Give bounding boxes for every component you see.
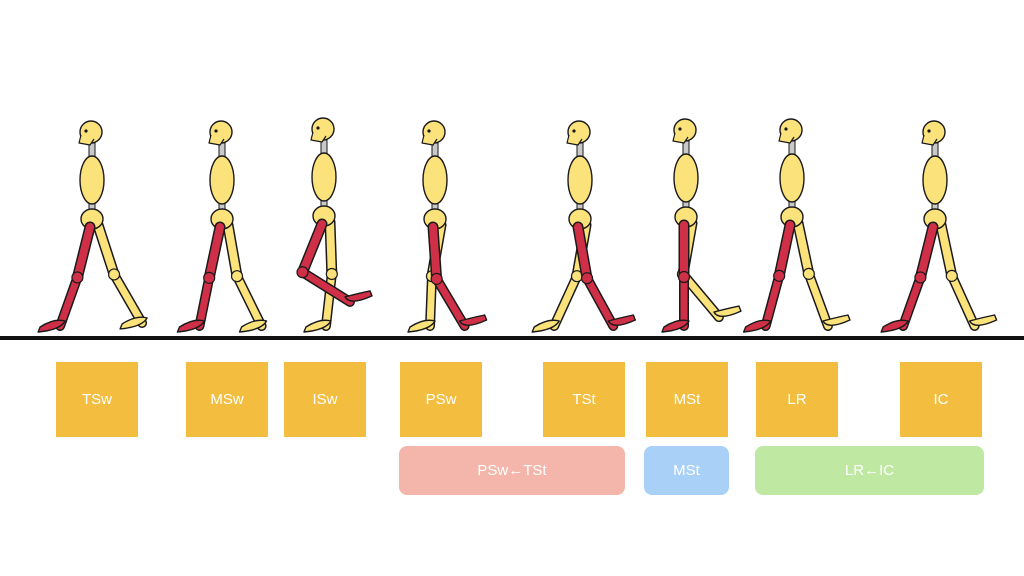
ground-line: [0, 336, 1024, 340]
group-label: MSt: [673, 462, 700, 479]
group-bar-lr-ic: LR←IC: [755, 446, 984, 495]
skeleton-isw: [296, 117, 373, 333]
group-bar-mst: MSt: [644, 446, 729, 495]
skeleton-lr: [742, 118, 851, 333]
phase-box-mst: MSt: [646, 362, 728, 437]
phase-label: MSw: [210, 391, 244, 408]
phase-label: TSw: [82, 391, 112, 408]
phase-label: IC: [933, 391, 949, 408]
group-label: LR←IC: [844, 462, 895, 479]
phase-box-tst: TSt: [543, 362, 625, 437]
phase-label: LR: [787, 391, 807, 408]
skeleton-tst: [531, 120, 637, 333]
skeleton-tsw: [37, 120, 148, 333]
skeleton-ic: [880, 120, 998, 333]
phase-label: ISw: [312, 391, 338, 408]
skeleton-mst: [661, 118, 742, 333]
phase-label: MSt: [673, 391, 701, 408]
phase-box-tsw: TSw: [56, 362, 138, 437]
phase-box-msw: MSw: [186, 362, 268, 437]
skeleton-msw: [176, 120, 268, 333]
phase-box-ic: IC: [900, 362, 982, 437]
phase-label: TSt: [572, 391, 596, 408]
phase-box-psw: PSw: [400, 362, 482, 437]
group-bar-psw-tst: PSw←TSt: [399, 446, 625, 495]
group-label: PSw←TSt: [477, 462, 547, 479]
phase-box-isw: ISw: [284, 362, 366, 437]
phase-box-lr: LR: [756, 362, 838, 437]
skeleton-psw: [407, 120, 488, 333]
phase-label: PSw: [425, 391, 457, 408]
